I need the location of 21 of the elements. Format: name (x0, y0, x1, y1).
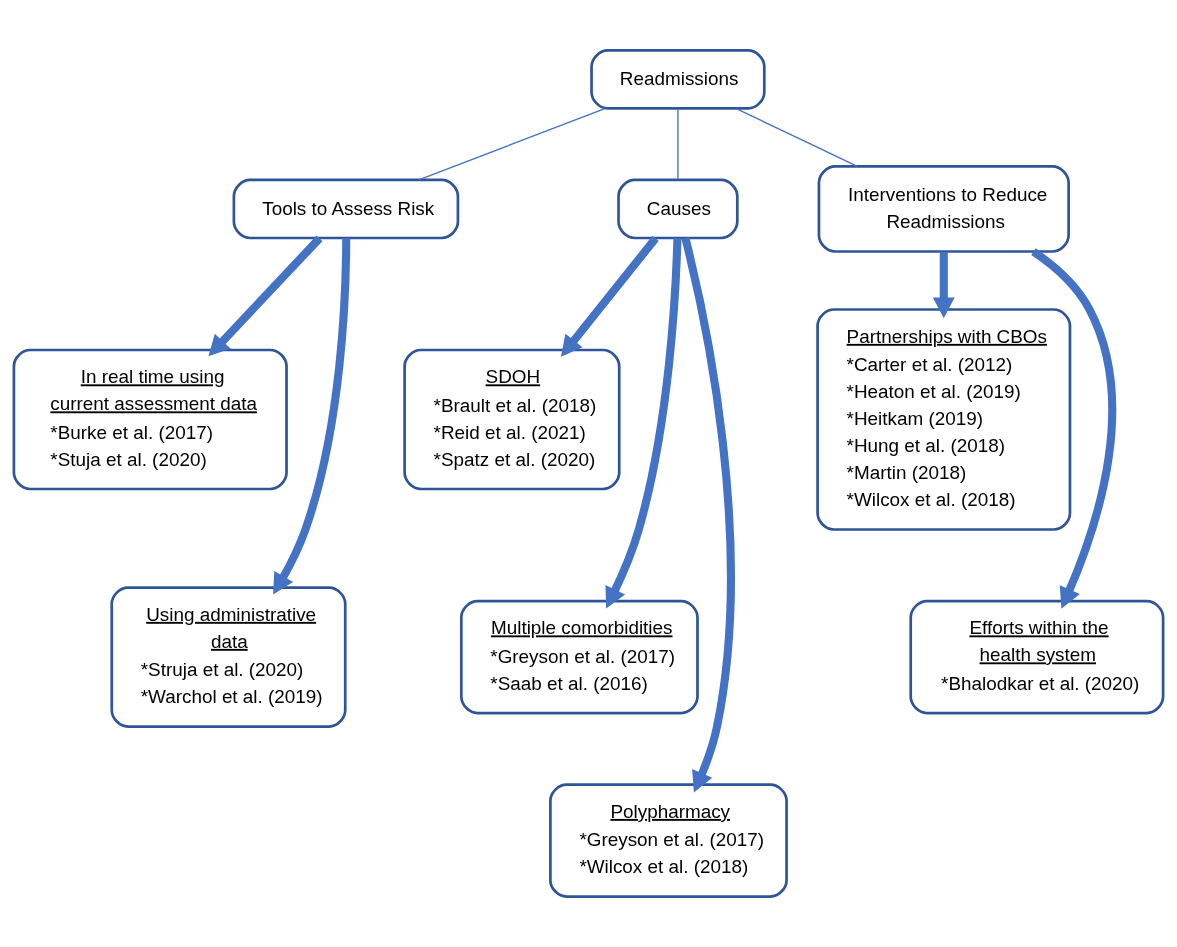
arrow (208, 235, 323, 357)
connector (418, 107, 607, 181)
node-box: Tools to Assess Risk (232, 178, 460, 240)
connector (677, 108, 679, 181)
node-box: Efforts within the health system *Bhalodkar et al. (2020) (909, 599, 1165, 715)
node-box: SDOH *Brault et al. (2018) *Reid et al. (2021) *Spatz et al. (2020) (403, 348, 621, 491)
node-box: Interventions to Reduce Readmissions (817, 165, 1070, 253)
arrow (1031, 248, 1117, 609)
arrow (681, 237, 735, 793)
node-box: Causes (617, 178, 739, 240)
arrow (560, 235, 659, 357)
arrow (932, 251, 955, 319)
node-box: Readmissions (590, 49, 766, 110)
connector (735, 107, 858, 168)
node-box: Polypharmacy *Greyson et al. (2017) *Wilcox et al. (2018) (549, 783, 788, 898)
node-box: Multiple comorbidities *Greyson et al. (2017) *Saab et al. (2016) (459, 599, 699, 715)
arrow (605, 238, 682, 609)
node-box: Partnerships with CBOs *Carter et al. (2012) *Heaton et al. (2019) *Heitkam (2019) *Hung et al. (2018) *Martin (2018) *Wilcox et al. (2018) (816, 308, 1072, 531)
arrow (273, 238, 351, 595)
node-box: Using administrative data *Struja et al. (2020) *Warchol et al. (2019) (110, 586, 347, 728)
node-box: In real time using current assessment data *Burke et al. (2017) *Stuja et al. (2020) (12, 348, 288, 491)
